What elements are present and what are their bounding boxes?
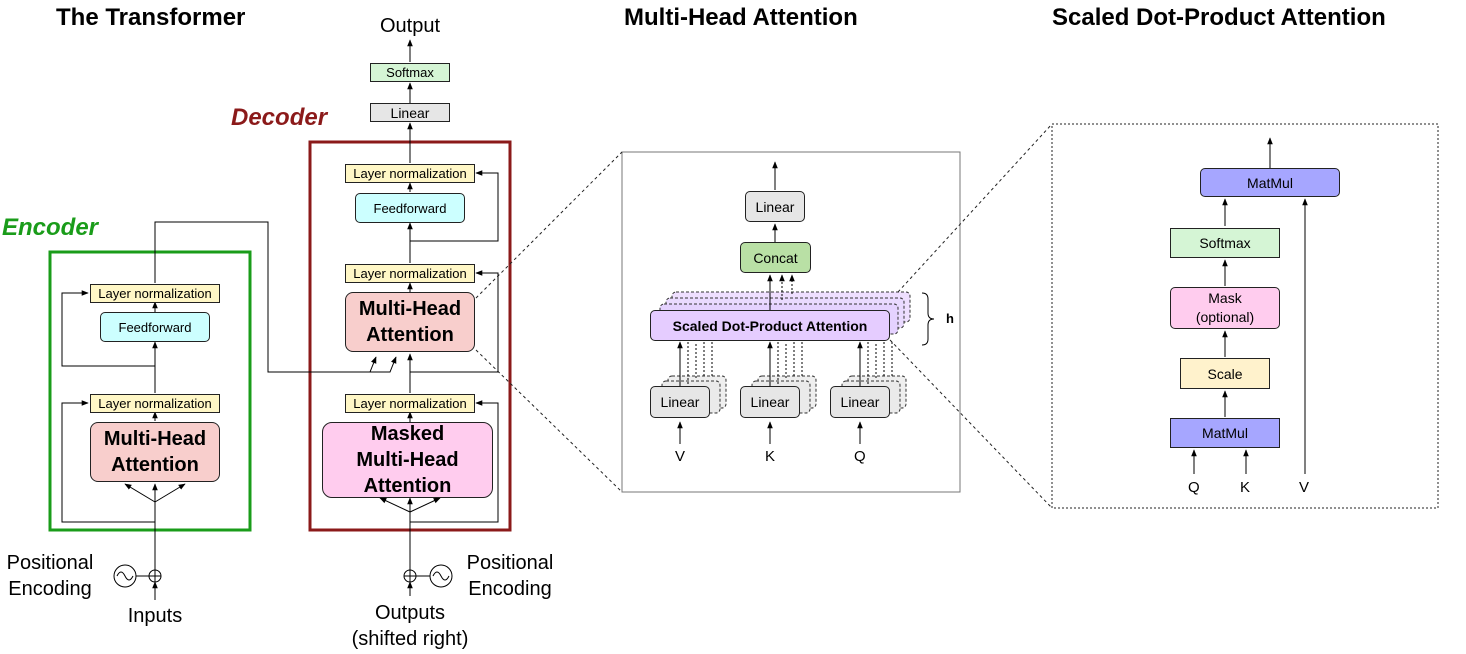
encoder-frame [48, 250, 252, 532]
decoder-outputs-shifted-right: Outputs (shifted right) [351, 602, 469, 650]
decoder-layer-norm-3[interactable]: Layer normalization [345, 394, 475, 413]
encoder-inputs: Inputs [127, 605, 183, 627]
sdpa-scale[interactable]: Scale [1180, 358, 1270, 389]
sdpa-softmax[interactable]: Softmax [1170, 228, 1280, 258]
encoder-feedforward[interactable]: Feedforward [100, 312, 210, 342]
mha-linear-v[interactable]: Linear [650, 386, 710, 418]
mha-concat[interactable]: Concat [740, 242, 811, 273]
mha-linear-q[interactable]: Linear [830, 386, 890, 418]
decoder-masked-multi-head-attention[interactable]: Masked Multi-Head Attention [322, 422, 493, 498]
sdpa-matmul-bottom[interactable]: MatMul [1170, 418, 1280, 448]
title-transformer: The Transformer [56, 4, 246, 31]
sdpa-k-label: K [1240, 479, 1251, 496]
mha-v-label: V [675, 448, 686, 465]
decoder-layer-norm-2[interactable]: Layer normalization [345, 264, 475, 283]
decoder-positional-encoding: Positional Encoding [466, 552, 554, 600]
encoder-layer-norm-top[interactable]: Layer normalization [90, 284, 220, 303]
encoder-label: Encoder [2, 214, 99, 241]
sdpa-panel [1051, 123, 1439, 509]
decoder-linear[interactable]: Linear [370, 103, 450, 122]
encoder-positional-encoding: Positional Encoding [6, 552, 94, 600]
mha-h-label: h [946, 311, 954, 326]
mha-linear-k[interactable]: Linear [740, 386, 800, 418]
decoder-output: Output [379, 15, 441, 37]
decoder-multi-head-attention[interactable]: Multi-Head Attention [345, 292, 475, 352]
encoder-multi-head-attention[interactable]: Multi-Head Attention [90, 422, 220, 482]
mha-k-label: K [765, 448, 776, 465]
decoder-softmax[interactable]: Softmax [370, 63, 450, 82]
encoder-layer-norm-bottom[interactable]: Layer normalization [90, 394, 220, 413]
mha-panel [621, 151, 961, 493]
sdpa-mask-optional[interactable]: Mask (optional) [1170, 287, 1280, 329]
sdpa-matmul-top[interactable]: MatMul [1200, 168, 1340, 197]
sdpa-v-label: V [1299, 479, 1310, 496]
decoder-label: Decoder [231, 104, 328, 131]
sdpa-q-label: Q [1188, 479, 1200, 496]
decoder-layer-norm-1[interactable]: Layer normalization [345, 164, 475, 183]
mha-q-label: Q [854, 448, 866, 465]
title-multi-head-attention: Multi-Head Attention [624, 4, 858, 31]
title-scaled-dot-product-attention: Scaled Dot-Product Attention [1052, 4, 1386, 31]
mha-linear-top[interactable]: Linear [745, 191, 805, 222]
decoder-feedforward[interactable]: Feedforward [355, 193, 465, 223]
mha-scaled-dot-product-attention[interactable]: Scaled Dot-Product Attention [650, 310, 890, 341]
